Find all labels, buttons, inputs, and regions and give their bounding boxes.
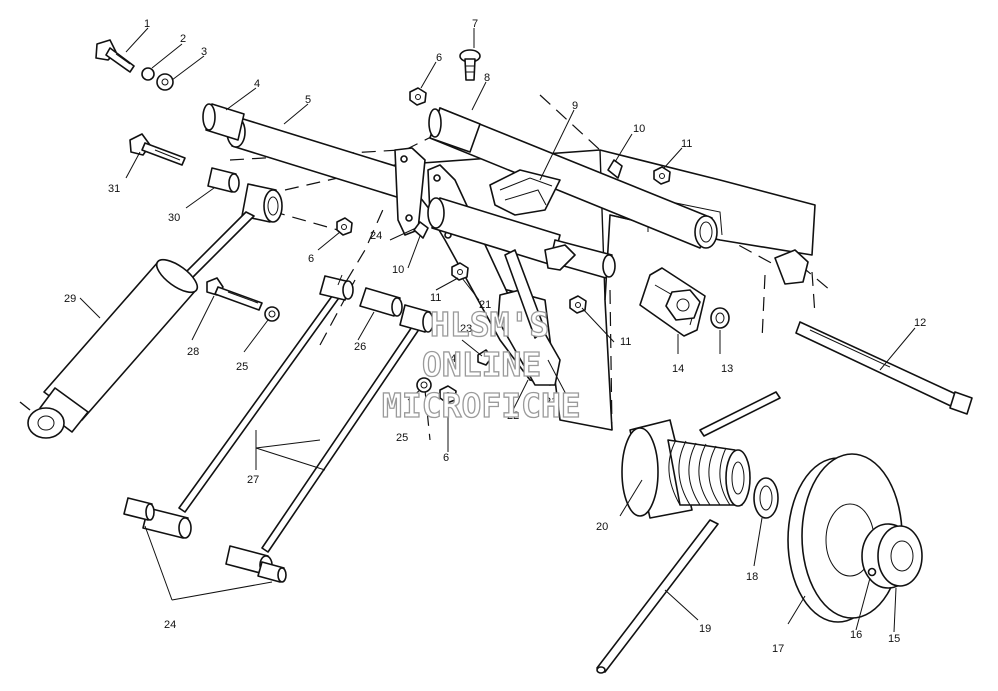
callout-17: 17 [772,643,784,655]
nut-6-mid [336,217,353,236]
callout-21-right: 21 [545,396,557,408]
callout-22: 22 [507,410,519,422]
callout-6-low: 6 [443,452,449,464]
bushing-30 [207,167,240,193]
lockwasher-2 [141,67,155,81]
shaft-bushing-4 [202,103,245,141]
nut-11-right [569,295,587,314]
snap-ring-16 [867,567,877,577]
center-bracket-9 [489,169,561,216]
callout-29: 29 [64,293,76,305]
watermark: HLSM'S ONLINE MICROFICHE [381,304,581,425]
bolt-28 [206,277,263,311]
callout-13: 13 [721,363,733,375]
nut-6-top [409,87,427,106]
callout-1: 1 [144,18,150,30]
spring-arm-19 [596,391,781,674]
watermark-line-3: MICROFICHE [382,386,581,425]
callout-7: 7 [472,18,478,30]
bolt-23 [461,339,493,366]
washer-13 [710,307,730,329]
callout-23: 23 [460,323,472,335]
nut-11-mid [451,262,469,281]
washer-18 [753,477,779,519]
nut-6-low [439,385,457,404]
clip-10-mid [413,221,429,239]
washer-25-right [416,377,432,393]
bolt-31 [129,133,186,166]
callout-25-right: 25 [396,432,408,444]
callout-6-top: 6 [436,52,442,64]
callout-11-top: 11 [681,138,692,150]
callout-2: 2 [180,33,186,45]
callouts: 1 2 3 4 5 6 6 6 7 8 9 10 10 11 11 11 12 … [64,18,926,655]
callout-10-top: 10 [633,123,645,135]
callout-14: 14 [672,363,684,375]
watermark-line-2: ONLINE [422,345,541,384]
callout-31: 31 [108,183,120,195]
callout-16: 16 [850,629,862,641]
callout-10-mid: 10 [392,264,404,276]
long-bolt-12 [795,321,973,415]
callout-3: 3 [201,46,207,58]
callout-6-mid: 6 [308,253,314,265]
callout-24-bottom: 24 [164,619,176,631]
clip-10-top [607,159,623,179]
bushing-26 [359,287,403,317]
cross-tube-8 [428,107,718,249]
callout-24-top: 24 [370,230,382,242]
washer-25-left [264,306,280,322]
callout-4: 4 [254,78,260,90]
bearing-15 [861,523,923,589]
end-cap-right [774,249,809,285]
nut-11-top [653,166,671,185]
shock-absorber-29 [19,211,255,439]
callout-15: 15 [888,633,900,645]
callout-24-mid: 24 [444,353,456,365]
pushrod-27-left [123,275,354,539]
callout-18: 18 [746,571,758,583]
callout-8: 8 [484,72,490,84]
callout-5: 5 [305,94,311,106]
callout-9: 9 [572,100,578,112]
callout-25-left: 25 [236,361,248,373]
callout-11-mid: 11 [430,292,441,304]
pivot-shaft [427,197,616,279]
shock-top-eye [241,183,283,223]
callout-19: 19 [699,623,711,635]
callout-27: 27 [247,474,259,486]
watermark-line-1: HLSM'S [430,305,549,344]
callout-26: 26 [354,341,366,353]
callout-28: 28 [187,346,199,358]
bolt-7 [459,49,481,81]
leader-lines [79,27,916,633]
adjuster-block-14 [639,267,706,337]
callout-21-top: 21 [479,299,491,311]
pushrod-27-right [225,304,434,583]
bolt-1 [95,39,135,73]
callout-30: 30 [168,212,180,224]
callout-12: 12 [914,317,926,329]
torsion-spring-20 [621,419,751,519]
callout-20: 20 [596,521,608,533]
washer-3 [156,73,174,91]
callout-11-right: 11 [620,336,631,348]
link-arm-22 [497,249,561,386]
